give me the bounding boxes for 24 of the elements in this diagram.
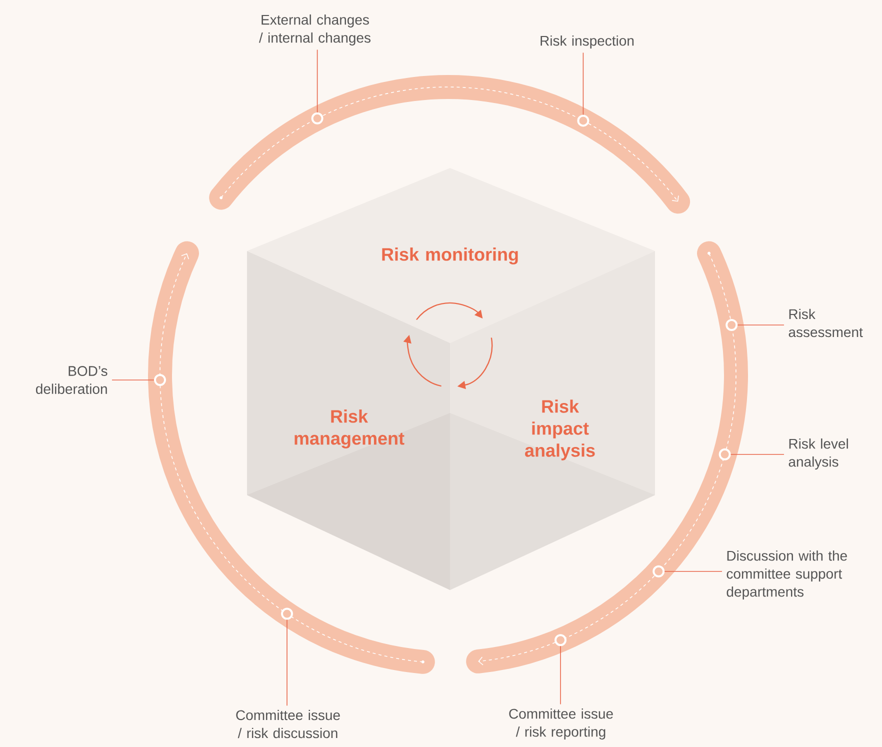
step-label: Risk assessment	[788, 308, 863, 338]
leader-line	[737, 324, 784, 326]
step-dot	[154, 374, 166, 386]
leader-line	[730, 454, 784, 455]
step-label: Committee issue / risk reporting	[509, 708, 613, 740]
step-label: BOD’s deliberation	[36, 366, 108, 394]
step-label: Committee issue / risk discussion	[236, 710, 340, 738]
step-dot	[718, 448, 731, 460]
leader-line	[316, 49, 318, 113]
leader-line	[560, 646, 561, 705]
step-label: External changes / internal changes	[258, 14, 370, 46]
step-dot	[726, 319, 738, 331]
leader-line	[286, 619, 288, 706]
step-label: Risk inspection	[540, 35, 634, 49]
leader-line	[664, 571, 722, 572]
step-dot	[554, 634, 566, 646]
leader-line	[582, 52, 584, 116]
step-dot	[652, 565, 665, 578]
step-label: Discussion with the committee support departments	[726, 550, 847, 600]
step-label: Risk level analysis	[788, 438, 848, 470]
step-dot	[577, 114, 590, 127]
cube-face: Risk monitoring	[247, 168, 655, 343]
step-dot	[281, 608, 293, 620]
step-dot	[311, 112, 324, 124]
